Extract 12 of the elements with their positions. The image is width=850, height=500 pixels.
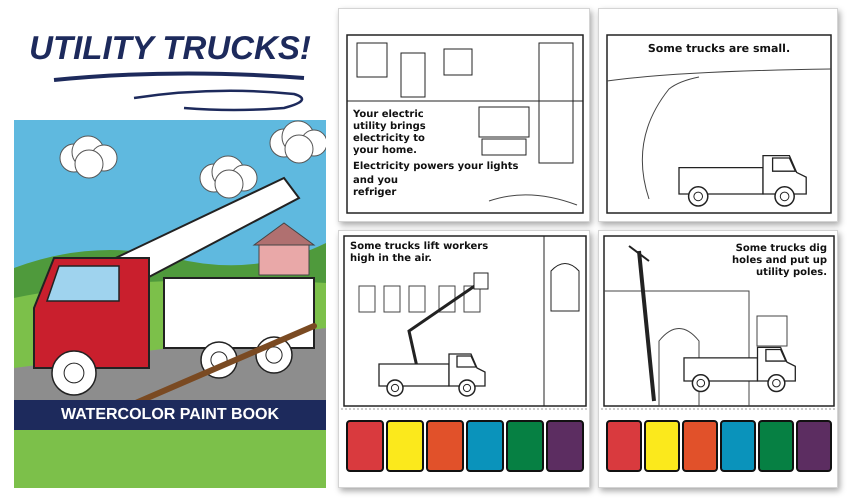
page-caption: Your electric utility brings electricity to your home.	[353, 109, 427, 157]
coloring-page	[598, 230, 838, 488]
page-caption: Some trucks dig holes and put up utility poles.	[731, 243, 827, 279]
page-caption: and you refriger	[353, 175, 400, 199]
coloring-page	[338, 230, 590, 488]
coloring-page	[338, 8, 590, 222]
page-caption: Some trucks lift workers high in the air.	[350, 241, 490, 265]
page-caption: Some trucks are small.	[646, 43, 792, 55]
book-subtitle: WATERCOLOR PAINT BOOK	[60, 405, 280, 425]
page-caption: Electricity powers your lights	[353, 161, 520, 173]
book-title: UTILITY TRUCKS!	[28, 28, 312, 68]
coloring-page	[598, 8, 838, 222]
